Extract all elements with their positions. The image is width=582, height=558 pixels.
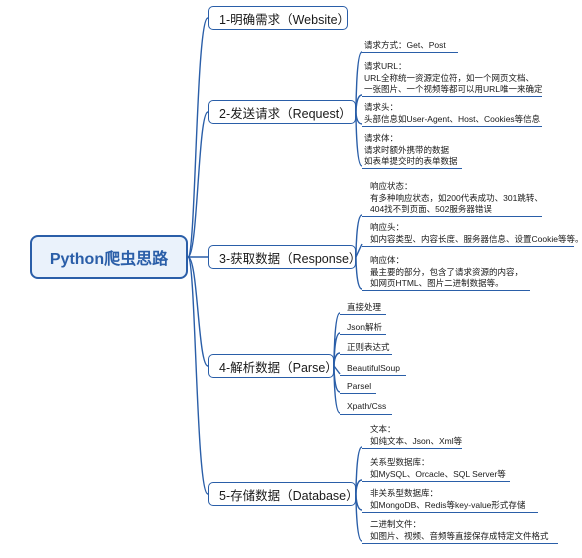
link-db-binary xyxy=(355,493,363,542)
db-nonrelational-underline xyxy=(362,512,538,513)
request-body-underline xyxy=(362,168,462,169)
db-nonrelational-node: 非关系型数据库： 如MongoDB、Redis等key-value形式存储 xyxy=(370,488,525,511)
link-resp-header xyxy=(355,243,363,258)
branch-website: 1-明确需求（Website） xyxy=(208,6,351,30)
request-header-title: 请求头： xyxy=(364,102,399,112)
response-body-node: 响应体： 最主要的部分，包含了请求资源的内容， 如网页HTML、图片二进制数据等… xyxy=(370,255,523,290)
response-header-node: 响应头： 如内容类型、内容长度、服务器信息、设置Cookie等等。 xyxy=(370,222,582,245)
request-body-line-1: 请求时额外携带的数据 xyxy=(364,144,450,155)
request-url-title: 请求URL： xyxy=(364,61,407,71)
response-status-title: 响应状态： xyxy=(370,181,413,191)
parse-item-2-label: Json解析 xyxy=(347,322,382,332)
link-root-branch1 xyxy=(187,17,209,258)
link-parse-3 xyxy=(333,352,341,367)
parse-item-6: Xpath/Css xyxy=(347,401,386,413)
request-method-title: 请求方式：Get、Post xyxy=(364,40,446,50)
parse-item-2-underline xyxy=(340,334,386,335)
request-header-line-1: 头部信息如User-Agent、Host、Cookies等信息 xyxy=(364,113,541,124)
parse-item-1-underline xyxy=(340,314,386,315)
link-db-relational xyxy=(355,479,363,495)
response-body-line-2: 如网页HTML、图片二进制数据等。 xyxy=(370,278,504,288)
db-binary-line-1: 如图片、视频、音频等直接保存成特定文件格式 xyxy=(370,530,549,541)
db-nonrelational-line-1: 如MongoDB、Redis等key-value形式存储 xyxy=(370,499,526,510)
db-nonrelational-title: 非关系型数据库： xyxy=(370,488,439,498)
parse-item-3: 正则表达式 xyxy=(347,342,390,354)
response-header-title: 响应头： xyxy=(370,222,405,232)
request-url-underline xyxy=(362,96,542,97)
parse-item-3-underline xyxy=(340,354,392,355)
branch-parse-label: 4-解析数据（Parse） xyxy=(219,360,338,375)
root-node: Python爬虫思路 xyxy=(30,235,188,279)
request-url-node: 请求URL： URL全称统一资源定位符，如一个网页文档、 一张图片、一个视频等都… xyxy=(364,61,543,96)
response-header-underline xyxy=(362,246,574,247)
link-req-body xyxy=(355,111,363,167)
request-method-node: 请求方式：Get、Post xyxy=(364,40,446,52)
db-relational-underline xyxy=(362,481,510,482)
response-status-line-1: 有多种响应状态，如200代表成功、301跳转、 xyxy=(370,192,543,203)
branch-website-label: 1-明确需求（Website） xyxy=(219,12,351,27)
link-resp-body xyxy=(355,256,363,290)
link-parse-6 xyxy=(333,365,341,414)
parse-item-2: Json解析 xyxy=(347,322,382,334)
parse-item-6-label: Xpath/Css xyxy=(347,401,387,411)
branch-database: 5-存储数据（Database） xyxy=(208,482,359,506)
link-req-url xyxy=(355,94,363,113)
request-body-title: 请求体： xyxy=(364,133,399,143)
response-body-line-1: 最主要的部分，包含了请求资源的内容， xyxy=(370,266,524,277)
request-method-underline xyxy=(362,52,458,53)
response-status-line-2: 404找不到页面、502服务器错误 xyxy=(370,204,492,214)
db-relational-node: 关系型数据库： 如MySQL、Orcacle、SQL Server等 xyxy=(370,457,506,480)
link-root-branch5 xyxy=(187,256,209,495)
parse-item-5-label: Parsel xyxy=(347,381,372,391)
link-parse-4 xyxy=(333,365,341,375)
branch-request: 2-发送请求（Request） xyxy=(208,100,356,124)
db-text-title: 文本： xyxy=(370,424,396,434)
request-body-line-2: 如表单提交时的表单数据 xyxy=(364,156,458,166)
response-header-line-1: 如内容类型、内容长度、服务器信息、设置Cookie等等。 xyxy=(370,233,582,244)
request-header-node: 请求头： 头部信息如User-Agent、Host、Cookies等信息 xyxy=(364,102,540,125)
parse-item-4-label: BeautifulSoup xyxy=(347,363,400,373)
link-root-branch2 xyxy=(187,111,209,258)
parse-item-5: Parsel xyxy=(347,381,371,393)
request-url-line-1: URL全称统一资源定位符，如一个网页文档、 xyxy=(364,72,535,83)
parse-item-3-label: 正则表达式 xyxy=(347,342,390,352)
db-relational-title: 关系型数据库： xyxy=(370,457,430,467)
request-header-underline xyxy=(362,126,542,127)
branch-parse: 4-解析数据（Parse） xyxy=(208,354,338,378)
parse-item-5-underline xyxy=(340,393,376,394)
parse-item-4: BeautifulSoup xyxy=(347,363,400,375)
parse-item-6-underline xyxy=(340,414,392,415)
db-binary-underline xyxy=(362,543,558,544)
response-body-underline xyxy=(362,290,530,291)
response-status-underline xyxy=(362,216,542,217)
db-binary-title: 二进制文件： xyxy=(370,519,422,529)
db-text-underline xyxy=(362,448,462,449)
db-text-line-1: 如纯文本、Json、Xml等 xyxy=(370,435,463,446)
branch-response: 3-获取数据（Response） xyxy=(208,245,361,269)
db-binary-node: 二进制文件： 如图片、视频、音频等直接保存成特定文件格式 xyxy=(370,519,549,542)
parse-item-1-label: 直接处理 xyxy=(347,302,382,312)
branch-request-label: 2-发送请求（Request） xyxy=(219,106,352,121)
link-root-branch4 xyxy=(187,256,209,367)
parse-item-4-underline xyxy=(340,375,406,376)
request-body-node: 请求体： 请求时额外携带的数据 如表单提交时的表单数据 xyxy=(364,133,458,168)
root-label: Python爬虫思路 xyxy=(49,251,169,268)
response-status-node: 响应状态： 有多种响应状态，如200代表成功、301跳转、 404找不到页面、5… xyxy=(370,181,543,216)
branch-response-label: 3-获取数据（Response） xyxy=(219,251,362,266)
db-text-node: 文本： 如纯文本、Json、Xml等 xyxy=(370,424,462,447)
branch-database-label: 5-存储数据（Database） xyxy=(219,488,359,503)
request-url-line-2: 一张图片、一个视频等都可以用URL唯一来确定 xyxy=(364,84,543,94)
parse-item-1: 直接处理 xyxy=(347,302,381,314)
response-body-title: 响应体： xyxy=(370,255,405,265)
link-req-header xyxy=(355,111,363,125)
db-relational-line-1: 如MySQL、Orcacle、SQL Server等 xyxy=(370,468,506,479)
